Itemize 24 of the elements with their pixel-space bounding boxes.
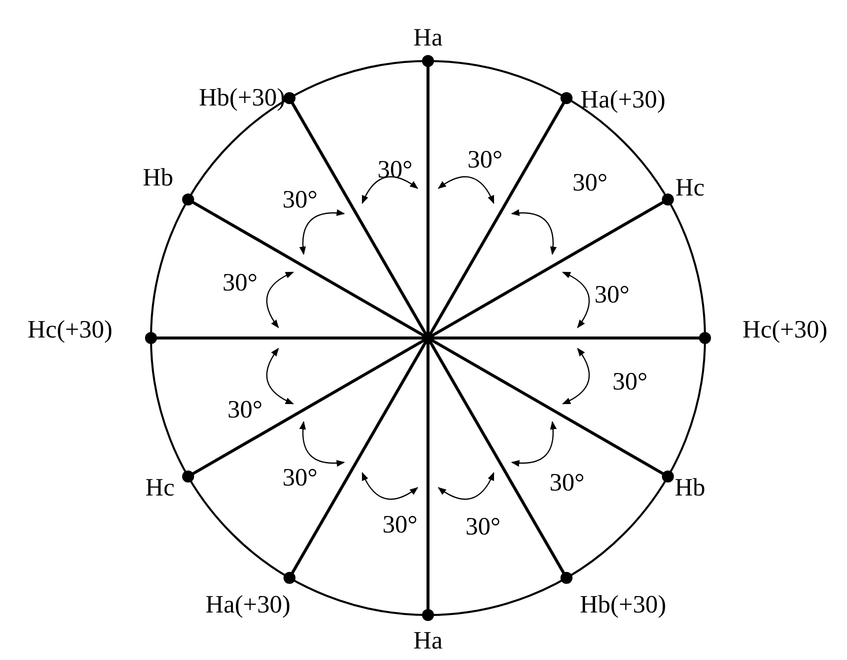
angle-label: 30° — [282, 466, 318, 490]
phase-label: Hc(+30) — [742, 318, 828, 342]
angle-label: 30° — [550, 470, 584, 496]
phase-label: Ha — [413, 628, 443, 654]
phase-label: Ha(+30) — [206, 592, 290, 618]
angle-label: 30° — [282, 188, 318, 212]
phase-label: Hb — [142, 166, 174, 190]
phase-label: Hc(+30) — [28, 318, 112, 342]
phase-label: Ha — [413, 26, 443, 50]
phase-label: Hb — [674, 476, 706, 500]
angle-label: 30° — [228, 398, 262, 422]
angle-label: 30° — [468, 148, 502, 172]
phase-label: Hc — [675, 176, 705, 200]
angle-label: 30° — [466, 514, 500, 540]
phase-label: Hb(+30) — [580, 592, 666, 618]
phase-label: Hc — [145, 476, 175, 500]
angle-label: 30° — [612, 370, 648, 394]
phase-label: Hb(+30) — [198, 86, 286, 110]
angle-label: 30° — [378, 158, 412, 182]
angle-label: 30° — [572, 170, 608, 196]
phase-label: Ha(+30) — [580, 88, 666, 112]
angle-label: 30° — [594, 282, 630, 308]
angle-label: 30° — [382, 512, 418, 538]
angle-label: 30° — [222, 270, 258, 296]
